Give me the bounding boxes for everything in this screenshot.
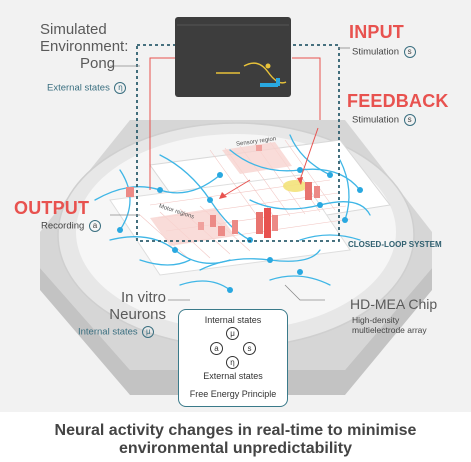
hdmea-title: HD-MEA Chip <box>350 296 438 312</box>
closed-loop-frame <box>136 44 340 242</box>
input-sub-text: Stimulation <box>352 46 399 58</box>
simulated-env-line-1: Simulated <box>40 21 107 38</box>
sensory-region <box>222 142 292 174</box>
input-sub: Stimulation s <box>352 46 416 58</box>
headline: Neural activity changes in real-time to … <box>0 422 471 458</box>
simulated-env-line-2: Environment: <box>40 38 129 55</box>
loop-arrows <box>149 57 321 196</box>
neuron-bodies <box>117 167 363 293</box>
headline-band <box>0 412 471 462</box>
leader-lines <box>110 47 350 301</box>
output-a-symbol: a <box>88 220 101 232</box>
fep-node-a: a <box>210 342 223 355</box>
feedback-s-symbol: s <box>403 114 416 126</box>
internal-states-label: Internal states μ <box>78 326 155 338</box>
simulated-env-label: Simulated Environment: Pong <box>40 21 150 72</box>
hdmea-sub-line-2: multielectrode array <box>352 325 427 335</box>
fep-panel: Internal states μ a s η External states … <box>178 309 288 407</box>
output-sub: Recording a <box>41 220 101 232</box>
external-states-text: External states <box>47 82 110 94</box>
pong-screen <box>175 17 291 97</box>
fep-internal-label: Internal states <box>204 315 262 325</box>
fep-node-eta: η <box>226 356 239 369</box>
closed-loop-label: CLOSED-LOOP SYSTEM <box>348 240 442 249</box>
hdmea-sub-line-1: High-density <box>352 315 400 325</box>
fep-external-label: External states <box>203 371 263 381</box>
pong-paddle <box>260 83 278 87</box>
fep-node-mu: μ <box>226 327 239 340</box>
in-vitro-label: In vitro Neurons <box>76 289 166 323</box>
mu-symbol: μ <box>142 326 155 338</box>
simulated-env-line-3: Pong <box>80 55 116 72</box>
internal-states-text: Internal states <box>78 326 138 338</box>
in-vitro-line-2: Neurons <box>109 306 166 323</box>
output-sub-text: Recording <box>41 220 85 232</box>
input-s-symbol: s <box>403 46 416 58</box>
feedback-sub-text: Stimulation <box>352 114 399 126</box>
in-vitro-line-1: In vitro <box>120 289 166 306</box>
pong-ball <box>265 63 271 69</box>
fep-node-s: s <box>243 342 256 355</box>
hdmea-sub: High-density multielectrode array <box>352 315 427 335</box>
feedback-title: FEEDBACK <box>347 91 449 111</box>
headline-line-2: environmental unpredictability <box>119 440 352 457</box>
fep-title: Free Energy Principle <box>189 389 277 399</box>
external-states-label: External states η <box>47 82 127 94</box>
headline-line-1: Neural activity changes in real-time to … <box>54 422 417 439</box>
activity-bars <box>126 145 320 238</box>
eta-symbol: η <box>114 82 127 94</box>
input-title: INPUT <box>349 22 404 42</box>
output-title: OUTPUT <box>14 198 90 218</box>
feedback-sub: Stimulation s <box>352 114 416 126</box>
input-hotspot <box>283 180 307 192</box>
ball-trajectory <box>243 62 287 84</box>
